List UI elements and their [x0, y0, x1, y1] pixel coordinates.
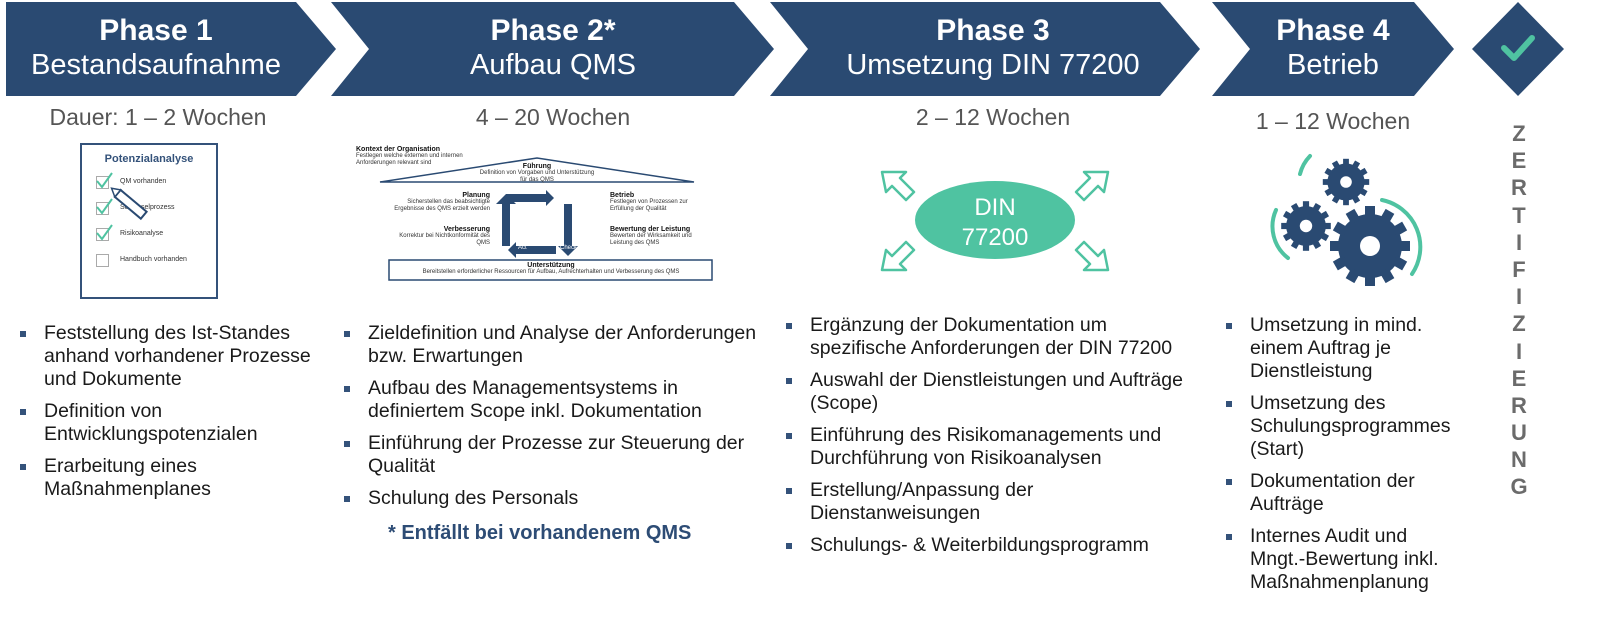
- phase-1-header: Phase 1 Bestandsaufnahme: [6, 14, 306, 82]
- list-item: Auswahl der Dienstleistungen und Aufträg…: [782, 369, 1202, 415]
- phase-3-tasks: Ergänzung der Dokumentation um spezifisc…: [782, 314, 1202, 566]
- qms-betrieb: Betrieb Festlegen von Prozessen zur Erfü…: [610, 192, 688, 212]
- list-item: Umsetzung des Schulungsprogrammes (Start…: [1222, 392, 1462, 461]
- checklist-title: Potenzialanalyse: [104, 153, 194, 165]
- checklist-item: Schlüsselprozess: [120, 204, 175, 211]
- phase-1-duration: Dauer: 1 – 2 Wochen: [49, 104, 267, 130]
- letter: U: [1511, 420, 1527, 446]
- phase-1-tasks: Feststellung des Ist-Standes anhand vorh…: [16, 322, 316, 510]
- phase-2-header: Phase 2* Aufbau QMS: [370, 14, 736, 82]
- phase-4-duration: 1 – 12 Wochen: [1255, 108, 1411, 134]
- list-item: Erstellung/Anpassung der Dienstanweisung…: [782, 479, 1202, 525]
- phase-1-subtitle: Bestandsaufnahme: [31, 49, 281, 81]
- phase-2-subtitle: Aufbau QMS: [469, 49, 637, 81]
- letter: I: [1515, 284, 1523, 310]
- din-label-line-2: 77200: [961, 224, 1029, 251]
- letter: Z: [1512, 121, 1526, 146]
- phase-3-chevron[interactable]: [770, 2, 1200, 96]
- check-icon: [96, 198, 113, 215]
- rotation-arrows: [1270, 154, 1423, 276]
- potenzialanalyse-checklist: Potenzialanalyse QM vorhanden Schlüsselp…: [80, 143, 218, 299]
- expand-arrows-icon: [880, 170, 1110, 272]
- cycle-plan: Plan: [512, 187, 525, 193]
- phase-2-footnote: * Entfällt bei vorhandenem QMS: [388, 522, 692, 544]
- qms-fuehrung: Führung Definition von Vorgaben und Unte…: [479, 163, 595, 183]
- letter: R: [1511, 392, 1527, 418]
- cycle-check: Check: [560, 245, 578, 251]
- phase-4-tasks: Umsetzung in mind. einem Auftrag je Dien…: [1222, 314, 1462, 603]
- list-item: Definition von Entwicklungspotenzialen: [16, 400, 316, 446]
- list-item: Aufbau des Managementsystems in definier…: [340, 377, 760, 423]
- letter: E: [1511, 148, 1527, 174]
- phase-1-chevron[interactable]: [6, 2, 336, 96]
- phase-3-title: Phase 3: [936, 14, 1050, 47]
- din-label-line-1: DIN: [974, 194, 1016, 221]
- list-item: Zieldefinition und Analyse der Anforderu…: [340, 322, 760, 368]
- letter: I: [1515, 338, 1523, 364]
- certification-diamond[interactable]: [1472, 2, 1564, 96]
- phase-4-chevron[interactable]: [1212, 2, 1454, 96]
- list-item: Einführung der Prozesse zur Steuerung de…: [340, 432, 760, 478]
- list-item: Schulungs- & Weiterbildungsprogramm: [782, 534, 1202, 557]
- gear-large: [1330, 206, 1410, 286]
- letter: R: [1511, 175, 1527, 201]
- letter: F: [1512, 256, 1526, 282]
- phase-1-title: Phase 1: [99, 14, 213, 47]
- phase-2-duration: 4 – 20 Wochen: [475, 104, 631, 130]
- phase-3-subtitle: Umsetzung DIN 77200: [846, 49, 1140, 81]
- list-item: Dokumentation der Aufträge: [1222, 470, 1462, 516]
- checkbox-icon: [96, 254, 109, 267]
- list-item: Internes Audit und Mngt.-Bewertung inkl.…: [1222, 525, 1462, 594]
- din-77200-graphic: [880, 170, 1110, 272]
- letter: T: [1512, 202, 1526, 228]
- letter: N: [1511, 447, 1527, 473]
- gear-small-left: [1281, 201, 1331, 251]
- qms-structure-diagram: Kontext der Organisation Festlegen welch…: [356, 146, 718, 286]
- letter: G: [1510, 474, 1528, 500]
- list-item: Umsetzung in mind. einem Auftrag je Dien…: [1222, 314, 1462, 383]
- phase-banner: [6, 2, 1564, 96]
- check-icon: [96, 224, 113, 241]
- list-item: Ergänzung der Dokumentation um spezifisc…: [782, 314, 1202, 360]
- check-marks: [96, 172, 149, 241]
- phase-2-title: Phase 2*: [490, 14, 616, 47]
- gear-small-top: [1322, 158, 1370, 206]
- checklist-item: QM vorhanden: [120, 178, 167, 185]
- phase-3-duration: 2 – 12 Wochen: [915, 104, 1071, 130]
- din-label: DIN 77200: [915, 193, 1075, 253]
- letter: I: [1515, 229, 1523, 255]
- qms-unterstuetzung: Unterstützung Bereitstellen erforderlich…: [422, 262, 680, 275]
- cycle-act: Act: [518, 245, 527, 251]
- phase-4-title: Phase 4: [1276, 14, 1390, 47]
- checkbox-icon: [96, 202, 109, 215]
- list-item: Einführung des Risikomanagements und Dur…: [782, 424, 1202, 470]
- phase-4-header: Phase 4 Betrieb: [1250, 14, 1416, 82]
- check-icon: [96, 172, 113, 189]
- qms-house-shape: [379, 157, 713, 281]
- din-oval: [915, 181, 1075, 259]
- checkbox-icon: [96, 176, 109, 189]
- gears-icon: [1270, 154, 1423, 286]
- list-item: Schulung des Personals: [340, 487, 760, 510]
- checklist-item: Handbuch vorhanden: [120, 256, 187, 263]
- qms-verbesserung: Verbesserung Korrektur bei Nichtkonformi…: [399, 226, 490, 246]
- phase-3-header: Phase 3 Umsetzung DIN 77200: [808, 14, 1178, 82]
- list-item: Feststellung des Ist-Standes anhand vorh…: [16, 322, 316, 391]
- qms-bewertung: Bewertung der Leistung Bewerten der Wirk…: [610, 226, 692, 246]
- zertifizierung-vertical-label: Z E R T I F I Z I E R U N G: [1505, 120, 1533, 501]
- check-icon: [1501, 35, 1535, 61]
- phase-2-tasks: Zieldefinition und Analyse der Anforderu…: [340, 322, 760, 519]
- list-item: Erarbeitung eines Maßnahmenplanes: [16, 455, 316, 501]
- qms-kontext: Kontext der Organisation Festlegen welch…: [356, 146, 463, 166]
- phase-2-chevron[interactable]: [331, 2, 774, 96]
- pen-icon: [110, 187, 149, 221]
- checkbox-icon: [96, 228, 109, 241]
- qms-planung: Planung Sicherstellen das beabsichtigte …: [394, 192, 490, 212]
- phase-4-subtitle: Betrieb: [1287, 49, 1379, 81]
- letter: E: [1511, 365, 1527, 391]
- letter: Z: [1512, 311, 1526, 337]
- cycle-do: Do: [576, 187, 584, 193]
- checklist-item: Risikoanalyse: [120, 230, 164, 237]
